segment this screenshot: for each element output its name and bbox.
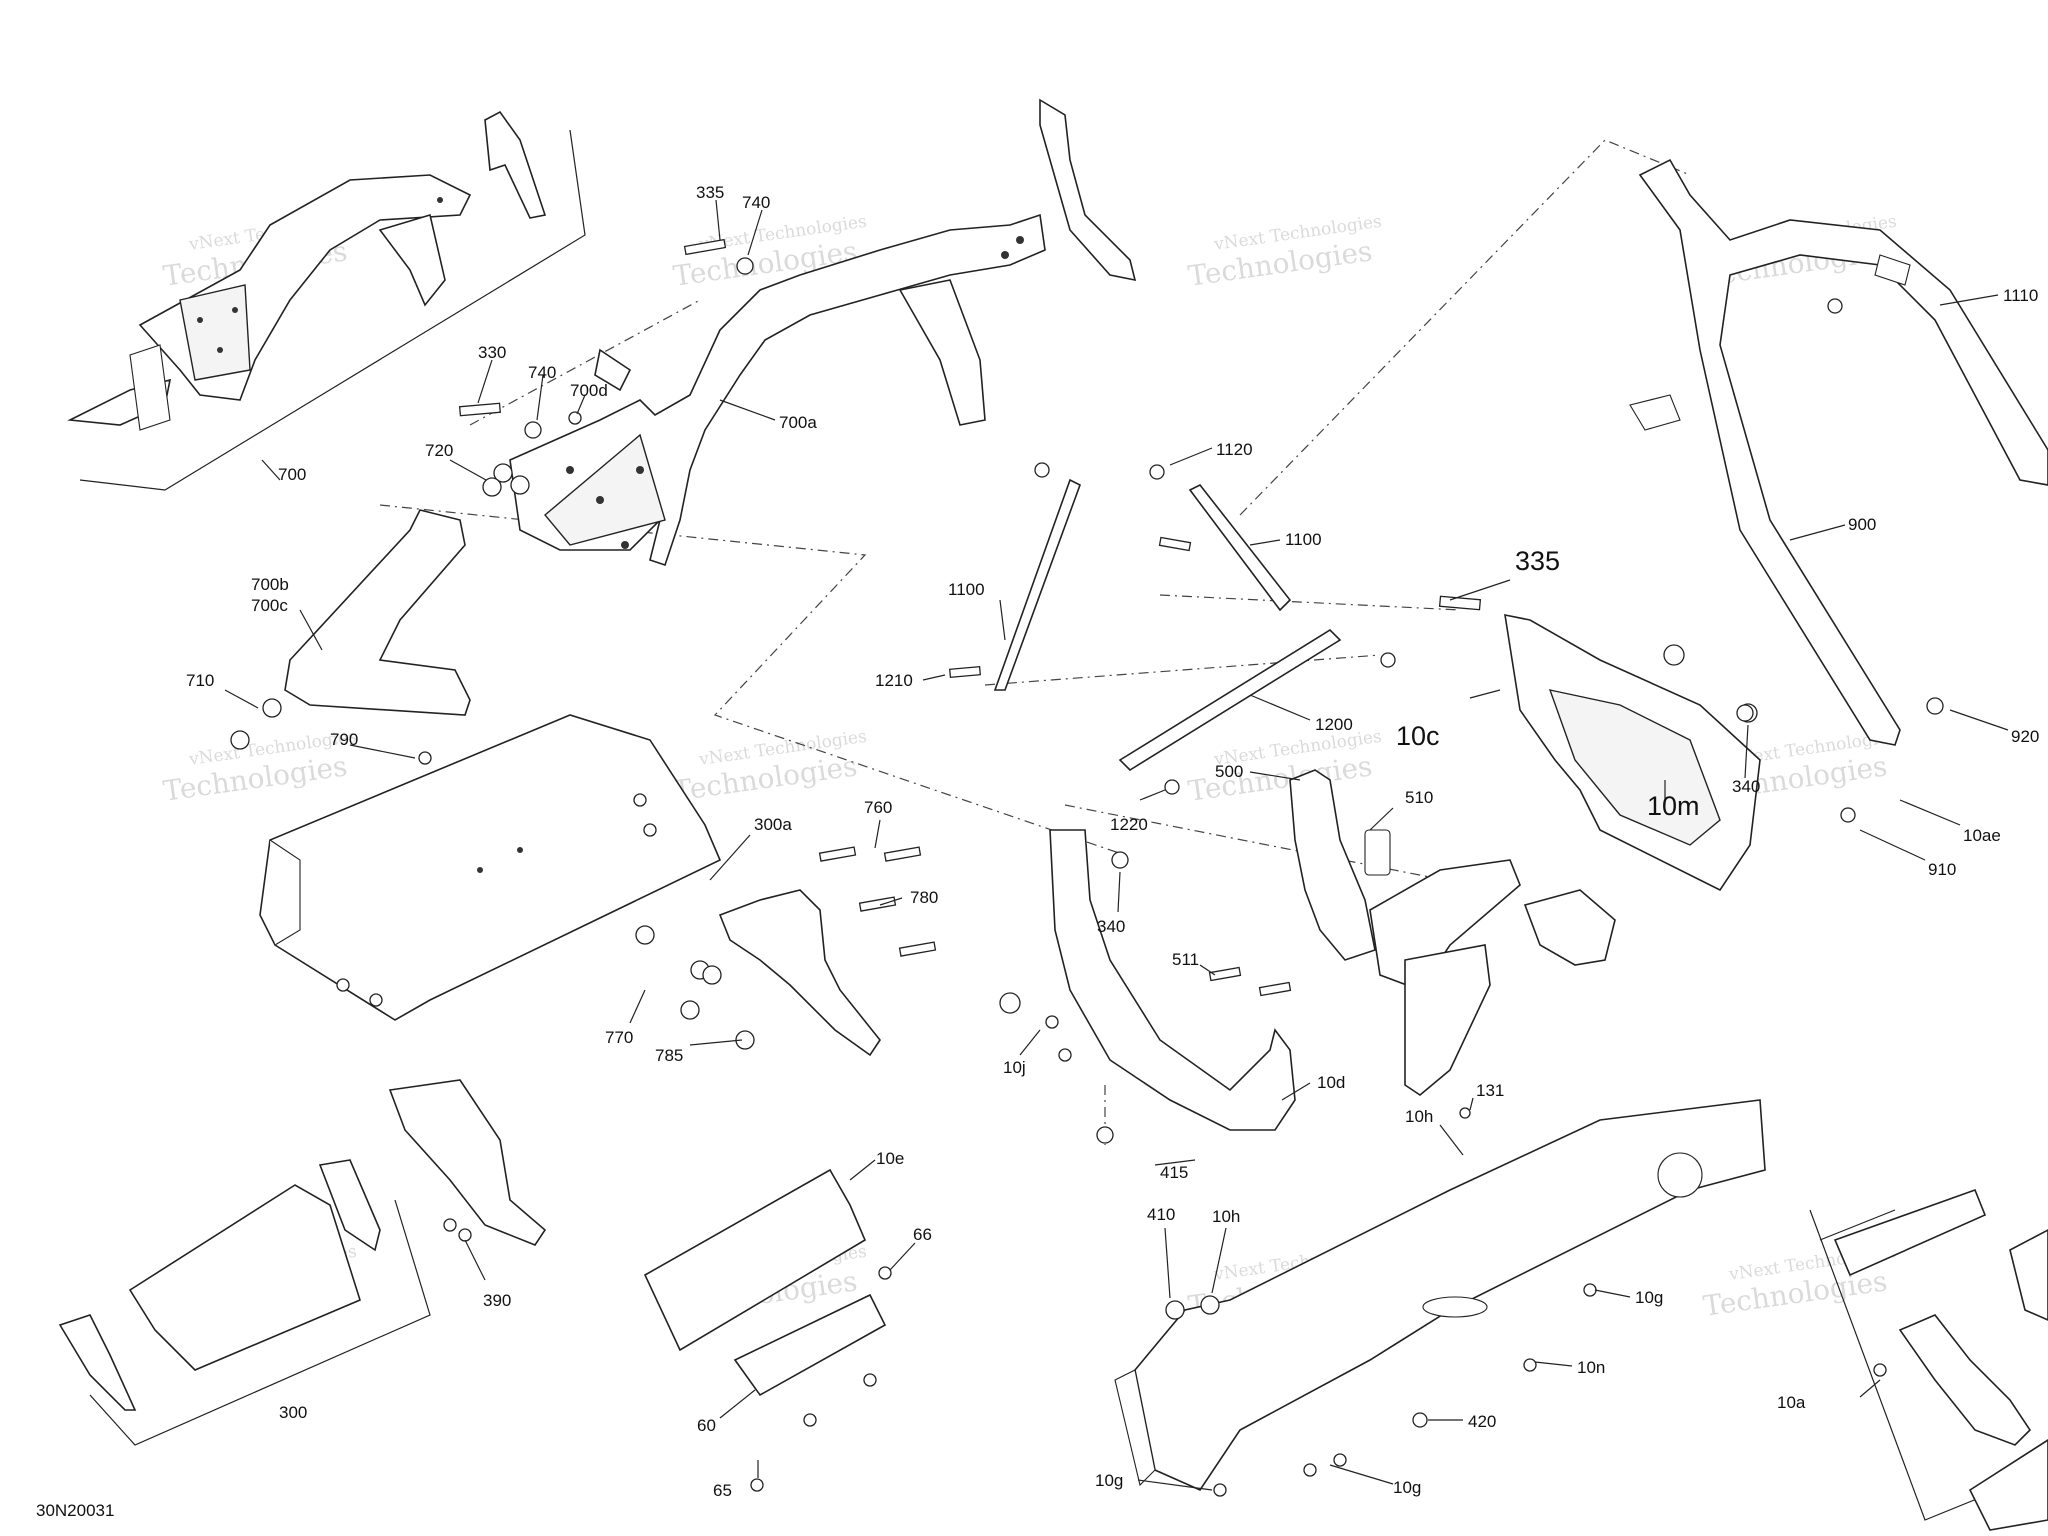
dash-frame-rear [1239, 139, 1691, 516]
callout-10c: 10c [1396, 721, 1440, 751]
callout-1210: 1210 [875, 671, 913, 690]
part-300-skid-assembly [58, 1079, 547, 1411]
part-700-cage-assembly [67, 110, 547, 431]
callout-300: 300 [279, 1403, 307, 1422]
callout-60: 60 [697, 1416, 716, 1435]
callout-1100: 1100 [1285, 530, 1322, 549]
callout-790: 790 [330, 730, 358, 749]
callout-10g: 10g [1095, 1471, 1123, 1490]
part-10e-step-plate [643, 1168, 887, 1397]
fasteners [230, 238, 1887, 1497]
leader-lines [224, 199, 2009, 1491]
callout-785: 785 [655, 1046, 683, 1065]
callout-1120: 1120 [1216, 440, 1253, 459]
callout-340: 340 [1732, 777, 1760, 796]
callout-10g: 10g [1635, 1288, 1663, 1307]
callout-740: 740 [742, 193, 770, 212]
callout-420: 420 [1468, 1412, 1496, 1431]
callout-1200: 1200 [1315, 715, 1353, 734]
callout-700a: 700a [779, 413, 817, 432]
part-10c-gate-frame [1504, 613, 1761, 892]
callout-770: 770 [605, 1028, 633, 1047]
callout-910: 910 [1928, 860, 1956, 879]
part-10d-arch [999, 829, 1296, 1131]
part-skid-plate-large [259, 714, 722, 1021]
callout-700b: 700b [251, 575, 289, 594]
callout-131: 131 [1476, 1081, 1504, 1100]
callout-500: 500 [1215, 762, 1243, 781]
watermark: vNext Technologies Technologies [1186, 727, 1383, 808]
callout-780: 780 [910, 888, 938, 907]
callout-710: 710 [186, 671, 214, 690]
callout-1100: 1100 [948, 580, 985, 599]
callout-330: 330 [478, 343, 506, 362]
part-500-bracket [1289, 769, 1616, 1096]
frame-700 [79, 129, 586, 491]
callout-10d: 10d [1317, 1073, 1345, 1092]
callout-340: 340 [1097, 917, 1125, 936]
callout-66: 66 [913, 1225, 932, 1244]
callout-labels: 700 335 740 330 740 700d 700a 720 700b 7… [186, 183, 2039, 1500]
callout-390: 390 [483, 1291, 511, 1310]
callout-740: 740 [528, 363, 556, 382]
callout-10j: 10j [1003, 1058, 1026, 1077]
callout-10e: 10e [876, 1149, 904, 1168]
callout-10h: 10h [1405, 1107, 1433, 1126]
callout-700: 700 [278, 465, 306, 484]
diagram-reference-code: 30N20031 [36, 1501, 114, 1520]
part-900-rear-hoop [1629, 158, 2048, 823]
part-struts [993, 462, 1396, 795]
callout-335: 335 [696, 183, 724, 202]
callout-415: 415 [1160, 1163, 1188, 1182]
callout-10ae: 10ae [1963, 826, 2001, 845]
callout-10m: 10m [1647, 791, 1700, 821]
part-700b-side-panel [284, 509, 471, 716]
dash-bolt-line-2 [984, 654, 1381, 686]
frame-300 [89, 1199, 431, 1446]
callout-335-large: 335 [1515, 546, 1560, 576]
callout-700c: 700c [251, 596, 288, 615]
callout-10a: 10a [1777, 1393, 1806, 1412]
callout-65: 65 [713, 1481, 732, 1500]
callout-410: 410 [1147, 1205, 1175, 1224]
callout-510: 510 [1405, 788, 1433, 807]
strut-1100-right [1188, 483, 1292, 612]
callout-300a: 300a [754, 815, 792, 834]
watermark: vNext Technologies Technologies [1186, 212, 1383, 293]
part-10a-floor-pan [1114, 1099, 1766, 1492]
part-700a-main-frame [509, 98, 1137, 567]
callout-1110: 1110 [2003, 286, 2038, 305]
callout-1220: 1220 [1110, 815, 1148, 834]
dash-bolt-line-3 [1159, 594, 1461, 611]
callout-920: 920 [2011, 727, 2039, 746]
callout-900: 900 [1848, 515, 1876, 534]
callout-760: 760 [864, 798, 892, 817]
watermark: vNext Technologies Technologies [671, 727, 868, 808]
dash-bolt-line-4 [1064, 804, 1471, 886]
part-10a-side-pieces [1833, 1188, 2048, 1531]
callout-720: 720 [425, 441, 453, 460]
callout-10h: 10h [1212, 1207, 1240, 1226]
strut-1200 [1118, 628, 1342, 772]
part-300a-bracket [718, 889, 881, 1057]
callout-10n: 10n [1577, 1358, 1605, 1377]
strut-1100-left [993, 478, 1081, 691]
callout-700d: 700d [570, 381, 608, 400]
dash-bolt-line-1 [469, 299, 701, 426]
callout-511: 511 [1172, 950, 1199, 969]
callout-10g: 10g [1393, 1478, 1421, 1497]
